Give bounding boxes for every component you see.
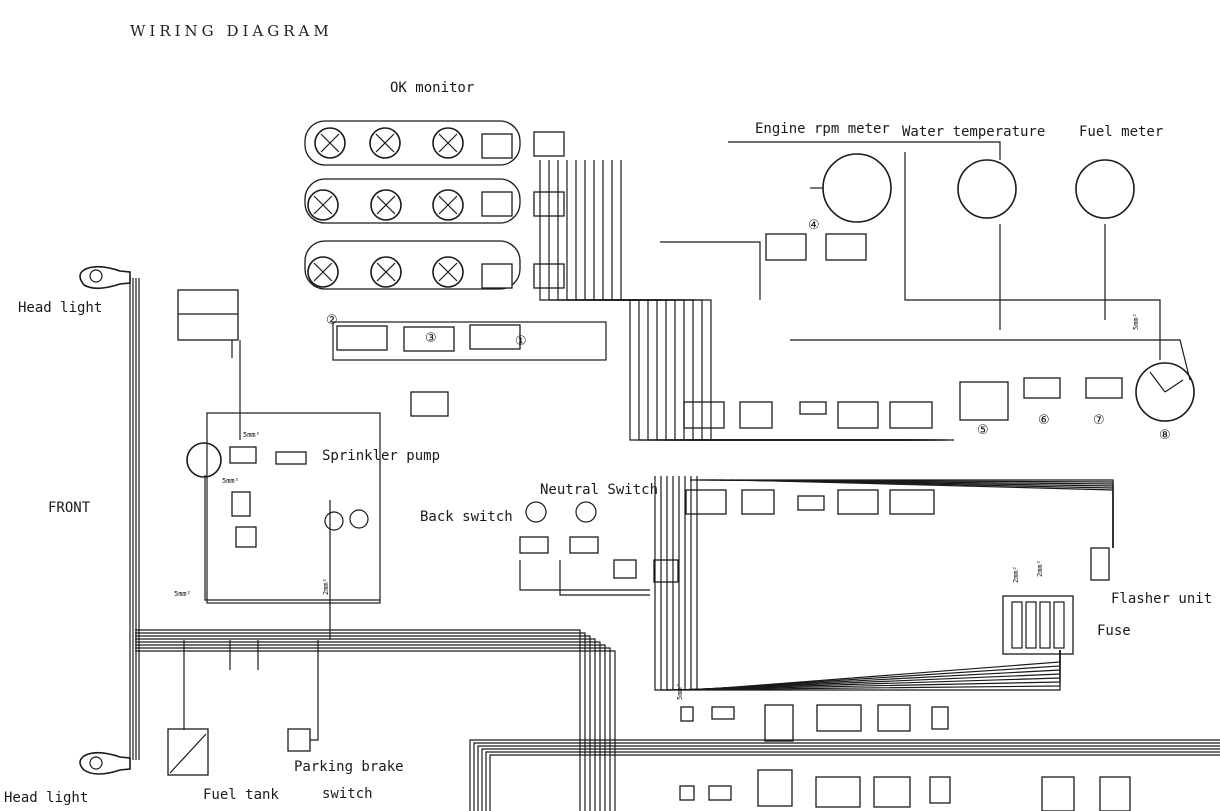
monitor-lamp <box>432 256 464 288</box>
monitor-lamps <box>307 127 464 288</box>
lamp-cross-icon <box>438 133 458 153</box>
ok-monitor-panel <box>304 120 521 290</box>
wire <box>477 745 1220 811</box>
marker-1: ① <box>515 334 527 349</box>
wire <box>481 748 1220 811</box>
marker-3: ③ <box>425 331 437 346</box>
switch-row <box>332 321 607 361</box>
head-light-top <box>79 265 131 290</box>
wire-size-3: 5mm² <box>174 590 191 598</box>
wire-size-2: 5mm² <box>222 477 239 485</box>
wire-size-7: 2mm² <box>322 578 330 595</box>
fuel-tank <box>167 728 209 776</box>
wire <box>135 650 616 811</box>
parking-brake-label: Parking brake <box>294 759 404 775</box>
head-light-top-label: Head light <box>18 300 103 316</box>
back-switch-label: Back switch <box>420 509 513 525</box>
parking-brake-label-2: switch <box>322 786 373 802</box>
monitor-lamp <box>369 127 401 159</box>
lower-connectors <box>679 704 1131 811</box>
wire <box>135 647 611 811</box>
marker-8: ⑧ <box>1159 428 1171 443</box>
wire <box>519 560 650 591</box>
wire <box>728 141 1001 160</box>
wire <box>204 475 380 601</box>
sprinkler-box <box>186 412 381 604</box>
lamp-cross-icon <box>376 195 396 215</box>
wire-size-5: 2mm² <box>1012 566 1020 583</box>
fuse-block <box>1002 595 1074 655</box>
engine-rpm-label: Engine rpm meter <box>755 121 890 137</box>
sprinkler-pump-label: Sprinkler pump <box>322 448 441 464</box>
lamp-cross-icon <box>438 195 458 215</box>
monitor-lamp <box>432 127 464 159</box>
wire <box>310 640 319 741</box>
water-temp-label: Water temperature <box>902 124 1046 140</box>
gauge-8 <box>1135 362 1195 422</box>
marker-7: ⑦ <box>1093 413 1105 428</box>
fuse-label: Fuse <box>1097 623 1131 639</box>
wire <box>489 754 1220 811</box>
wire <box>660 241 761 300</box>
engine-rpm-gauge <box>810 153 892 223</box>
wire <box>559 560 650 596</box>
ok-monitor-label: OK monitor <box>390 80 475 96</box>
wire-size-4: 5mm² <box>1132 313 1140 330</box>
central-connectors <box>653 381 1009 583</box>
parking-brake-switch <box>287 728 311 752</box>
monitor-lamp <box>314 127 346 159</box>
lamp-cross-icon <box>375 133 395 153</box>
head-light-bottom-label: Head light <box>4 790 89 806</box>
flasher-unit-label: Flasher unit <box>1111 591 1213 607</box>
wire <box>473 742 1220 811</box>
monitor-lamp <box>370 256 402 288</box>
monitor-lamp <box>307 189 339 221</box>
wire <box>790 339 1191 381</box>
front-label: FRONT <box>48 500 91 516</box>
wire <box>696 476 1061 691</box>
wire <box>135 632 586 811</box>
flasher-unit <box>1090 547 1110 581</box>
wire <box>739 479 1114 548</box>
relay-block <box>410 391 449 417</box>
relay-6-7 <box>1023 377 1123 399</box>
wire <box>469 739 1220 811</box>
diagram-title: WIRING DIAGRAM <box>130 22 333 40</box>
battery <box>177 289 239 358</box>
wire-size-8: 5mm² <box>676 683 684 700</box>
marker-2: ② <box>326 313 338 328</box>
wire <box>904 152 1161 360</box>
marker-6: ⑥ <box>1038 413 1050 428</box>
marker-5: ⑤ <box>977 423 989 438</box>
monitor-lamp <box>307 256 339 288</box>
wire-size-6: 2mm² <box>1036 560 1044 577</box>
wire <box>135 629 581 811</box>
wire <box>135 635 591 811</box>
wire-size-1: 5mm² <box>243 431 260 439</box>
lamp-cross-icon <box>438 262 458 282</box>
relay-4 <box>765 233 867 261</box>
monitor-connectors <box>481 131 565 289</box>
neutral-switch-label: Neutral Switch <box>540 482 659 498</box>
fuel-meter-label: Fuel meter <box>1079 124 1164 140</box>
monitor-lamp <box>432 189 464 221</box>
fuel-tank-label: Fuel tank <box>203 787 279 803</box>
fuel-meter-gauge <box>1075 159 1135 219</box>
wire <box>135 641 601 811</box>
wire <box>135 644 606 811</box>
monitor-lamp <box>370 189 402 221</box>
lamp-cross-icon <box>313 262 333 282</box>
lamp-cross-icon <box>313 195 333 215</box>
lamp-cross-icon <box>320 133 340 153</box>
wire <box>620 160 954 441</box>
wire-harness <box>129 141 1220 811</box>
head-light-bottom <box>79 751 131 775</box>
lamp-cross-icon <box>376 262 396 282</box>
wire <box>135 638 596 811</box>
neutral-back-switches <box>519 501 637 579</box>
water-temp-gauge <box>957 159 1017 219</box>
wire <box>485 751 1220 811</box>
marker-4: ④ <box>808 218 820 233</box>
